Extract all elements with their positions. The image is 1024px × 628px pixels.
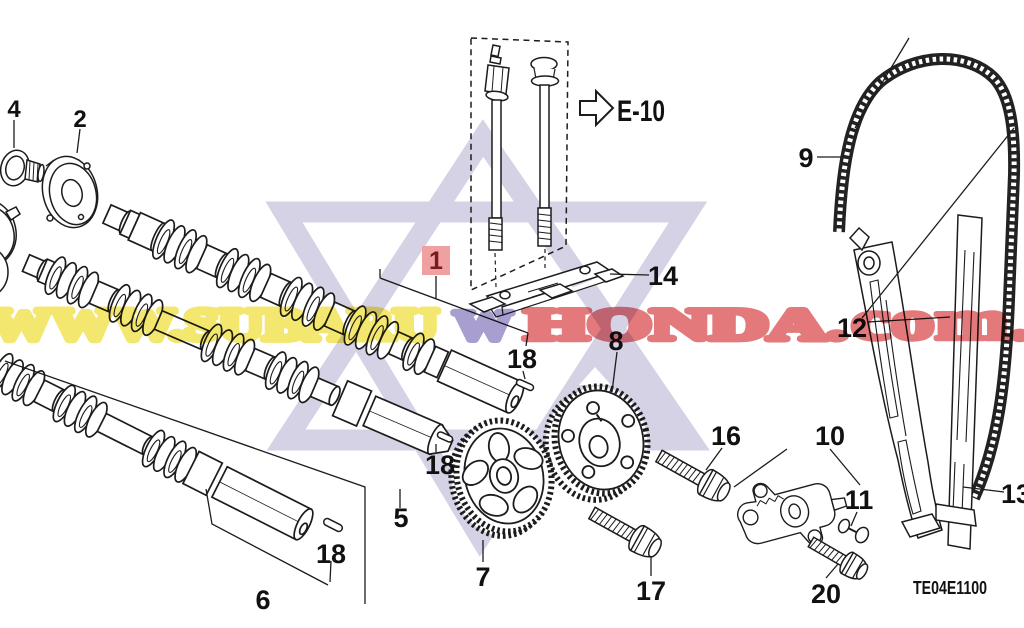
svg-text:6: 6 — [255, 585, 270, 615]
svg-text:20: 20 — [811, 579, 841, 609]
svg-text:13: 13 — [1001, 479, 1024, 509]
svg-text:com.: com. — [851, 290, 1024, 352]
svg-text:10: 10 — [815, 421, 845, 451]
svg-text:18: 18 — [507, 344, 537, 374]
svg-text:5: 5 — [393, 503, 408, 533]
svg-text:16: 16 — [711, 421, 741, 451]
svg-text:2: 2 — [73, 106, 86, 133]
svg-text:8: 8 — [608, 326, 623, 356]
svg-text:W: W — [454, 302, 512, 348]
svg-text:E-10: E-10 — [617, 95, 665, 128]
svg-text:18: 18 — [316, 539, 346, 569]
svg-text:1: 1 — [429, 247, 443, 275]
svg-text:12: 12 — [837, 313, 867, 343]
svg-text:11: 11 — [845, 485, 874, 515]
svg-text:17: 17 — [636, 576, 666, 606]
svg-text:14: 14 — [648, 261, 678, 291]
svg-text:18: 18 — [425, 450, 455, 480]
svg-text:4: 4 — [7, 96, 21, 123]
svg-text:TE04E1100: TE04E1100 — [913, 578, 987, 598]
svg-text:7: 7 — [475, 562, 490, 592]
svg-text:HONDA.: HONDA. — [525, 300, 847, 349]
svg-text:WWW.SUBARU: WWW.SUBARU — [0, 300, 438, 349]
svg-text:9: 9 — [798, 143, 813, 173]
